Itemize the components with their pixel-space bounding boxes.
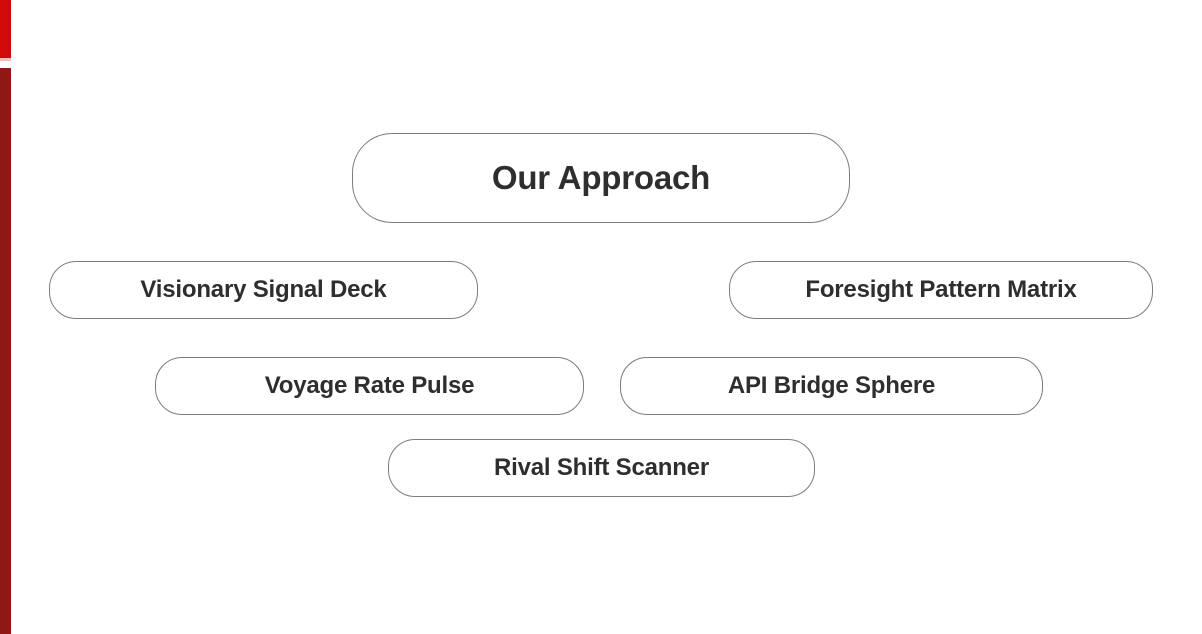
node-rival-shift-scanner[interactable]: Rival Shift Scanner: [388, 439, 815, 497]
node-foresight-pattern-matrix-label: Foresight Pattern Matrix: [805, 276, 1077, 303]
node-our-approach[interactable]: Our Approach: [352, 133, 850, 223]
node-visionary-signal-deck-label: Visionary Signal Deck: [140, 276, 387, 303]
node-voyage-rate-pulse[interactable]: Voyage Rate Pulse: [155, 357, 584, 415]
node-voyage-rate-pulse-label: Voyage Rate Pulse: [264, 372, 475, 399]
accent-bar-top: [0, 0, 11, 58]
node-api-bridge-sphere-label: API Bridge Sphere: [727, 372, 936, 399]
node-api-bridge-sphere[interactable]: API Bridge Sphere: [620, 357, 1043, 415]
node-visionary-signal-deck[interactable]: Visionary Signal Deck: [49, 261, 478, 319]
accent-bar-bottom: [0, 68, 11, 634]
node-foresight-pattern-matrix[interactable]: Foresight Pattern Matrix: [729, 261, 1153, 319]
node-rival-shift-scanner-label: Rival Shift Scanner: [494, 454, 709, 481]
accent-bar-gap-sliver: [0, 58, 11, 61]
node-our-approach-label: Our Approach: [491, 159, 711, 196]
